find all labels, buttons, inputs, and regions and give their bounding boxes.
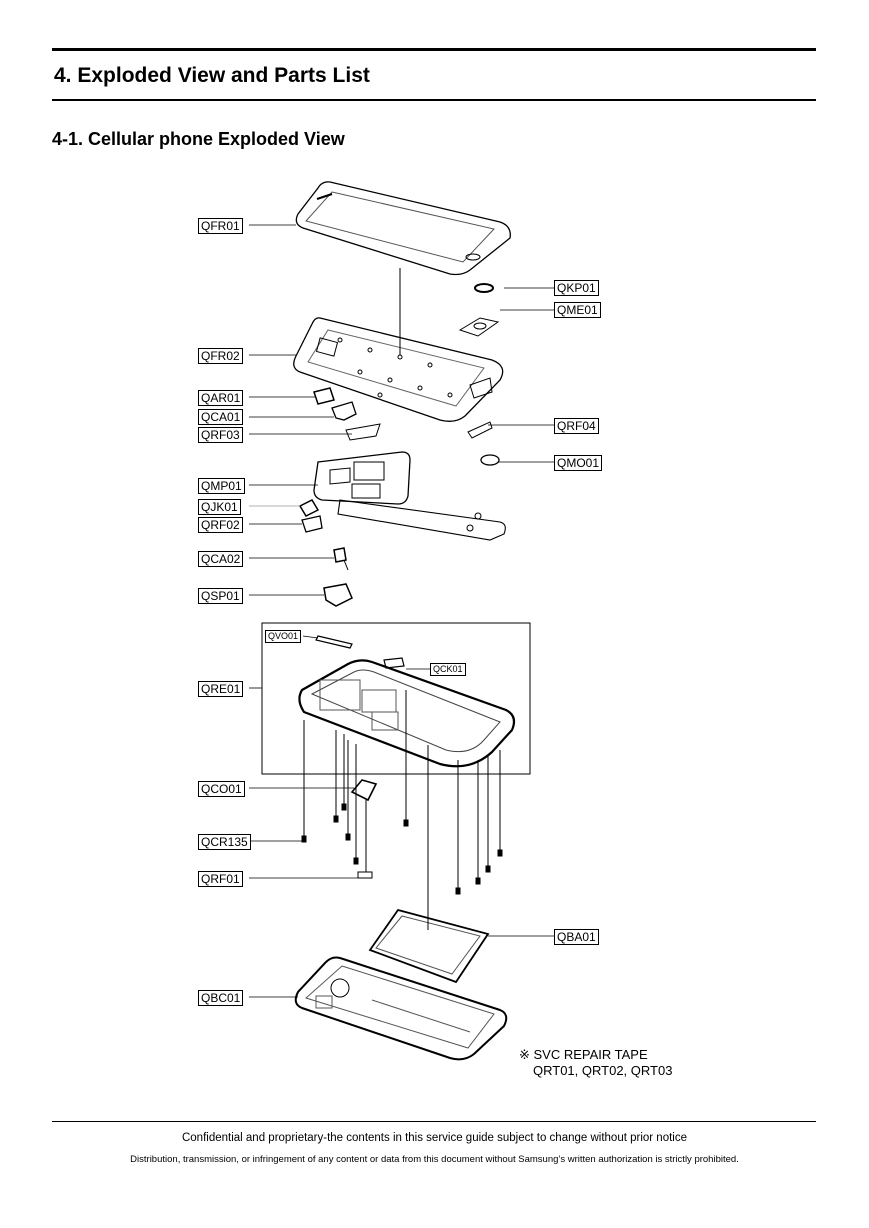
repair-note-line2: QRT01, QRT02, QRT03 (533, 1063, 673, 1078)
part-label-qjk01: QJK01 (198, 499, 241, 515)
motor-part (467, 421, 500, 466)
part-label-qba01: QBA01 (554, 929, 599, 945)
top-rule (52, 48, 816, 51)
part-label-qmo01: QMO01 (554, 455, 603, 471)
part-label-qsp01: QSP01 (198, 588, 243, 604)
part-label-qco01: QCO01 (198, 781, 245, 797)
speaker-part (323, 583, 353, 607)
part-label-qvo01: QVO01 (265, 630, 302, 643)
screw-part (301, 690, 503, 895)
section-title: 4. Exploded View and Parts List (54, 64, 370, 87)
subsection-title: 4-1. Cellular phone Exploded View (52, 129, 345, 149)
repair-tape-note: ※ SVC REPAIR TAPE QRT01, QRT02, QRT03 (519, 1047, 672, 1079)
part-label-qkp01: QKP01 (554, 280, 599, 296)
part-label-qme01: QME01 (554, 302, 601, 318)
part-label-qfr02-top: QFR02 (198, 348, 243, 364)
footer-distribution: Distribution, transmission, or infringem… (130, 1154, 739, 1165)
repair-note-line1: ※ SVC REPAIR TAPE (519, 1047, 648, 1062)
part-label-qrf04: QRF04 (554, 418, 599, 434)
battery-cover-part (294, 956, 508, 1061)
title-underline (52, 99, 816, 101)
receiver-part (313, 387, 381, 441)
part-label-qmp01: QMP01 (198, 478, 245, 494)
front-window-part (295, 181, 511, 276)
connector-part (350, 779, 378, 879)
main-pcb-part (313, 451, 506, 541)
front-bracket-part (293, 317, 504, 422)
footer-rule (52, 1121, 816, 1122)
part-label-qca01: QCA01 (198, 409, 244, 425)
part-label-qbc01: QBC01 (198, 990, 244, 1006)
part-label-qrf03: QRF03 (198, 427, 243, 443)
part-label-qck01: QCK01 (430, 663, 466, 676)
part-label-qfr01: QFR01 (198, 218, 243, 234)
part-label-qar01: QAR01 (198, 390, 244, 406)
earjack-part (298, 499, 349, 571)
part-label-qcr135: QCR135 (198, 834, 251, 850)
battery-part (368, 745, 490, 984)
part-label-qca02: QCA02 (198, 551, 244, 567)
footer-confidential: Confidential and proprietary-the content… (181, 1132, 687, 1144)
part-label-qrf01: QRF01 (198, 871, 243, 887)
rear-case-part (298, 635, 516, 768)
home-key-part (458, 283, 500, 337)
part-label-qrf02-bottom: QRF02 (198, 517, 243, 533)
part-label-qre01: QRE01 (198, 681, 244, 697)
